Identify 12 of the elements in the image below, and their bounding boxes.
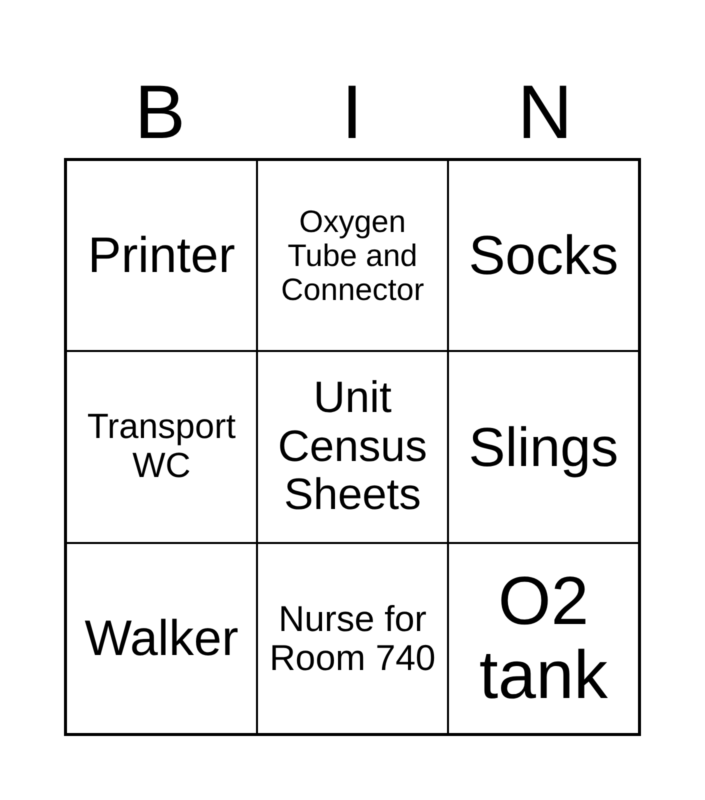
bingo-square: Oxygen Tube and Connector [257, 160, 448, 352]
bingo-square: Printer [66, 160, 257, 352]
bingo-square: Walker [66, 542, 257, 734]
bingo-square: Socks [448, 160, 639, 352]
column-heading: I [340, 69, 364, 157]
bingo-square: Unit Census Sheets [257, 351, 448, 543]
bingo-square: Nurse for Room 740 [257, 542, 448, 734]
column-heading: B [134, 69, 186, 157]
column-heading: N [516, 69, 574, 157]
bingo-square: Slings [448, 351, 639, 543]
bingo-square: Transport WC [66, 351, 257, 543]
bingo-square: O2 tank [448, 542, 639, 734]
